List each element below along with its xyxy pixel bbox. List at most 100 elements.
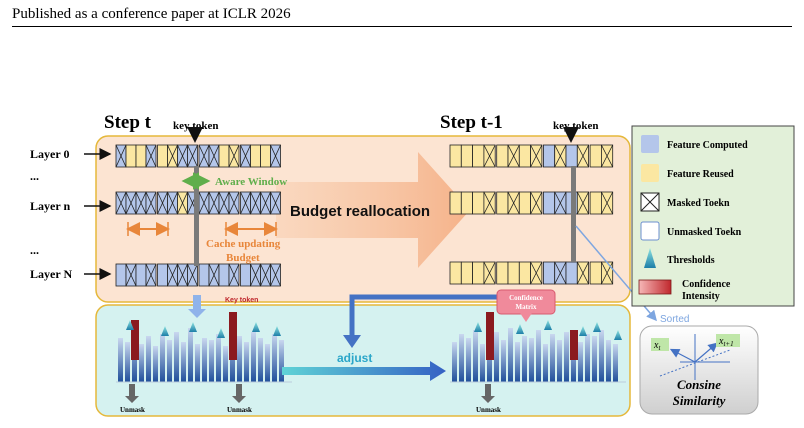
unmask-label-3: Unmask	[476, 406, 501, 414]
hist-bar	[473, 330, 478, 382]
confidence-bar	[131, 320, 139, 360]
down-arrow-to-histogram	[188, 295, 206, 318]
hist-bar	[466, 338, 471, 382]
legend-label-6: Intensity	[682, 291, 720, 302]
left-token-row-1	[115, 191, 281, 215]
mask-stroke	[554, 144, 567, 168]
token-cell	[198, 263, 210, 287]
hist-bar	[459, 334, 464, 382]
token-cell	[240, 263, 251, 287]
xt1-badge	[716, 334, 740, 347]
token-cell	[496, 191, 509, 215]
budget-label: Budget	[226, 252, 260, 264]
right-token-row-2	[449, 261, 614, 285]
axis-z	[659, 349, 731, 377]
hist-bar	[258, 338, 263, 382]
layer-labels: Layer 0...Layer n...Layer N	[30, 147, 112, 281]
hist-bar	[536, 330, 541, 382]
mask-stroke	[125, 191, 137, 215]
sorted-label: Sorted	[660, 314, 689, 325]
mask-stroke	[208, 191, 220, 215]
right-token-row-1	[449, 191, 614, 215]
hist-bar	[146, 336, 151, 382]
key-token-column-left	[194, 166, 199, 266]
token-cell	[157, 263, 168, 287]
token-cell	[565, 144, 578, 168]
token-cell	[518, 191, 531, 215]
threshold-marker	[579, 326, 587, 336]
hist-bar	[272, 334, 277, 382]
hist-bar	[480, 344, 485, 382]
legend-swatch-blue	[641, 135, 659, 153]
key-token-column-right	[571, 166, 576, 262]
threshold-marker	[189, 322, 197, 332]
mask-stroke	[270, 263, 281, 287]
mask-stroke	[483, 191, 496, 215]
aware-window-label: Aware Window	[215, 176, 287, 188]
hist-bar	[209, 340, 214, 382]
mask-stroke	[483, 144, 496, 168]
threshold-marker	[217, 328, 225, 338]
threshold-marker	[252, 322, 260, 332]
feedback-arrowhead	[343, 335, 361, 348]
token-cell	[543, 144, 556, 168]
key-token-small-label: Key token	[225, 297, 258, 304]
mask-stroke	[125, 263, 137, 287]
legend-swatch-confidence	[638, 279, 672, 295]
token-cell	[135, 263, 147, 287]
mask-stroke	[228, 263, 240, 287]
token-cell	[472, 191, 485, 215]
token-cell	[543, 191, 556, 215]
hist-bar	[181, 342, 186, 382]
mask-stroke	[157, 191, 168, 215]
right-token-row-0	[449, 144, 614, 168]
mask-stroke	[530, 144, 543, 168]
token-cell	[157, 144, 168, 168]
mask-stroke	[177, 144, 188, 168]
cosine-label-1: Consine	[677, 377, 721, 392]
hist-bar	[279, 340, 284, 382]
cache-updating-label: Cache updating	[206, 238, 281, 250]
mask-stroke	[576, 144, 589, 168]
hist-bar	[160, 334, 165, 382]
vector-xt	[669, 348, 696, 363]
left-token-row-2	[115, 263, 281, 287]
step-t-title: Step t	[104, 112, 152, 133]
token-cell	[518, 261, 531, 285]
token-cell	[589, 144, 602, 168]
hist-bar	[606, 340, 611, 382]
hist-bar	[550, 334, 555, 382]
mask-stroke	[576, 191, 589, 215]
hist-bar	[613, 344, 618, 382]
cosine-axes	[659, 334, 731, 380]
hist-bar	[599, 330, 604, 382]
mask-stroke	[240, 191, 251, 215]
xt-label: xt	[653, 340, 661, 352]
hist-bar	[167, 340, 172, 382]
mask-stroke	[270, 144, 281, 168]
mask-stroke	[167, 144, 178, 168]
token-rows	[115, 144, 614, 287]
unmask-arrow-2	[232, 384, 246, 403]
token-cell	[589, 191, 602, 215]
legend-label-5: Confidence	[682, 279, 731, 290]
mask-stroke	[177, 263, 188, 287]
mask-stroke	[554, 191, 567, 215]
hist-bar	[585, 334, 590, 382]
legend-label-2: Masked Toekn	[667, 198, 730, 209]
mask-stroke	[145, 144, 157, 168]
threshold-marker	[516, 324, 524, 334]
token-cell	[589, 261, 602, 285]
legend-label-1: Feature Reused	[667, 169, 734, 180]
hist-bar	[515, 342, 520, 382]
hist-bar	[265, 344, 270, 382]
token-cell	[449, 261, 462, 285]
threshold-marker	[273, 326, 281, 336]
cosine-similarity-box	[639, 325, 759, 415]
threshold-marker	[544, 320, 552, 330]
token-cell	[135, 144, 147, 168]
token-cell	[518, 144, 531, 168]
mask-stroke	[554, 261, 567, 285]
legend-box	[631, 125, 795, 307]
